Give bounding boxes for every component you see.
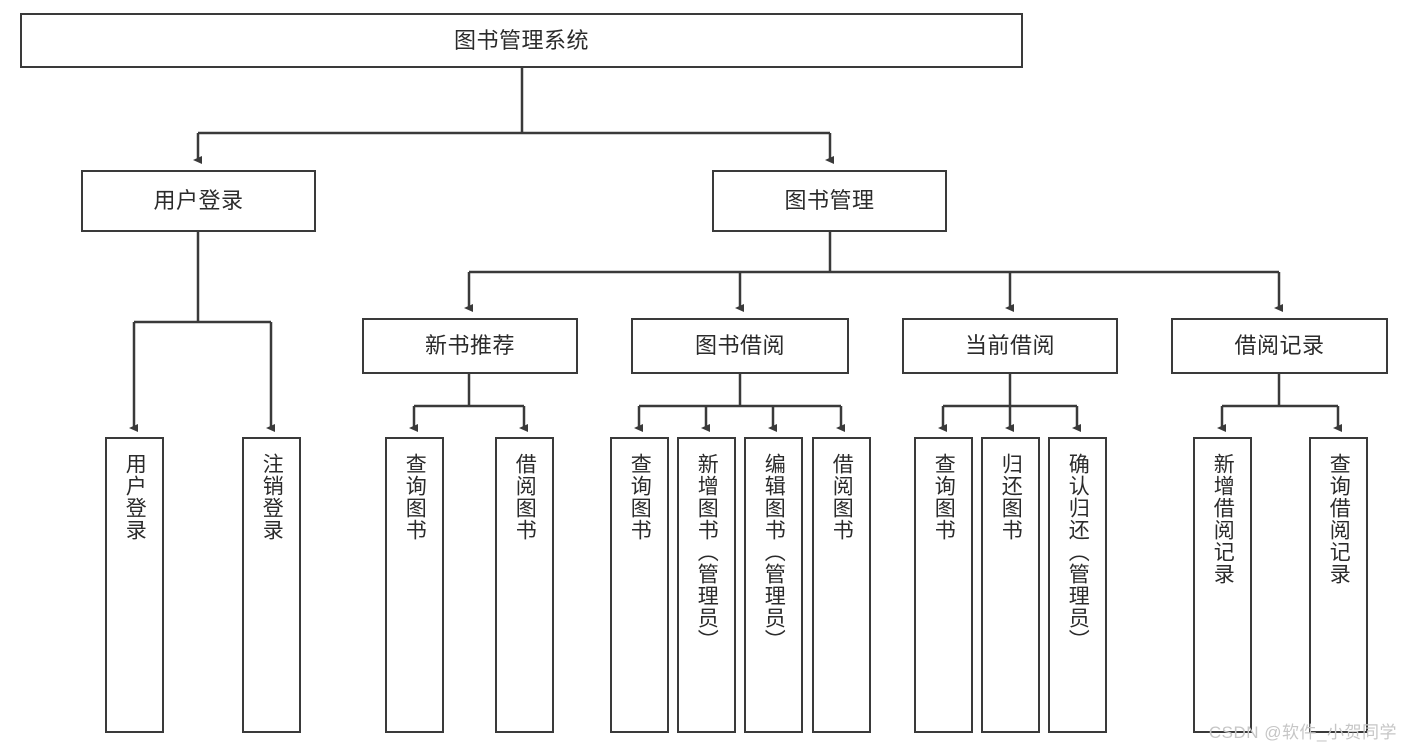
- leaf-borrow-book-2[interactable]: 借阅图书: [812, 437, 871, 733]
- leaf-query-book-1-label: 查询图书: [403, 453, 427, 541]
- leaf-user-logout[interactable]: 注销登录: [242, 437, 301, 733]
- leaf-user-login[interactable]: 用户登录: [105, 437, 164, 733]
- leaf-borrow-book-1[interactable]: 借阅图书: [495, 437, 554, 733]
- leaf-query-book-1[interactable]: 查询图书: [385, 437, 444, 733]
- leaf-edit-book-label: 编辑图书（管理员）: [762, 453, 786, 651]
- leaf-query-book-3[interactable]: 查询图书: [914, 437, 973, 733]
- leaf-edit-book[interactable]: 编辑图书（管理员）: [744, 437, 803, 733]
- node-book-borrow-label: 图书借阅: [694, 333, 785, 359]
- node-book-management[interactable]: 图书管理: [712, 170, 947, 232]
- leaf-borrow-book-2-label: 借阅图书: [830, 453, 854, 541]
- node-user-login-label: 用户登录: [153, 188, 244, 214]
- node-current-borrow-label: 当前借阅: [964, 333, 1055, 359]
- leaf-borrow-book-1-label: 借阅图书: [513, 453, 537, 541]
- leaf-add-record-label: 新增借阅记录: [1211, 453, 1235, 585]
- leaf-user-login-label: 用户登录: [123, 453, 147, 541]
- node-new-book-recommend-label: 新书推荐: [424, 333, 515, 359]
- leaf-add-record[interactable]: 新增借阅记录: [1193, 437, 1252, 733]
- leaf-user-logout-label: 注销登录: [260, 453, 284, 541]
- leaf-add-book-label: 新增图书（管理员）: [695, 453, 719, 651]
- node-borrow-record-label: 借阅记录: [1234, 333, 1325, 359]
- leaf-query-record[interactable]: 查询借阅记录: [1309, 437, 1368, 733]
- leaf-query-book-2[interactable]: 查询图书: [610, 437, 669, 733]
- leaf-confirm-return-label: 确认归还（管理员）: [1066, 453, 1090, 651]
- leaf-add-book[interactable]: 新增图书（管理员）: [677, 437, 736, 733]
- node-root[interactable]: 图书管理系统: [20, 13, 1023, 68]
- leaf-return-book-label: 归还图书: [999, 453, 1023, 541]
- leaf-query-book-2-label: 查询图书: [628, 453, 652, 541]
- csdn-watermark: CSDN @软件_小贺同学: [1208, 723, 1397, 742]
- node-book-management-label: 图书管理: [784, 188, 875, 214]
- node-borrow-record[interactable]: 借阅记录: [1171, 318, 1388, 374]
- node-root-label: 图书管理系统: [453, 27, 589, 53]
- leaf-return-book[interactable]: 归还图书: [981, 437, 1040, 733]
- node-new-book-recommend[interactable]: 新书推荐: [362, 318, 578, 374]
- node-user-login[interactable]: 用户登录: [81, 170, 316, 232]
- leaf-confirm-return[interactable]: 确认归还（管理员）: [1048, 437, 1107, 733]
- node-book-borrow[interactable]: 图书借阅: [631, 318, 849, 374]
- node-current-borrow[interactable]: 当前借阅: [902, 318, 1118, 374]
- leaf-query-record-label: 查询借阅记录: [1327, 453, 1351, 585]
- leaf-query-book-3-label: 查询图书: [932, 453, 956, 541]
